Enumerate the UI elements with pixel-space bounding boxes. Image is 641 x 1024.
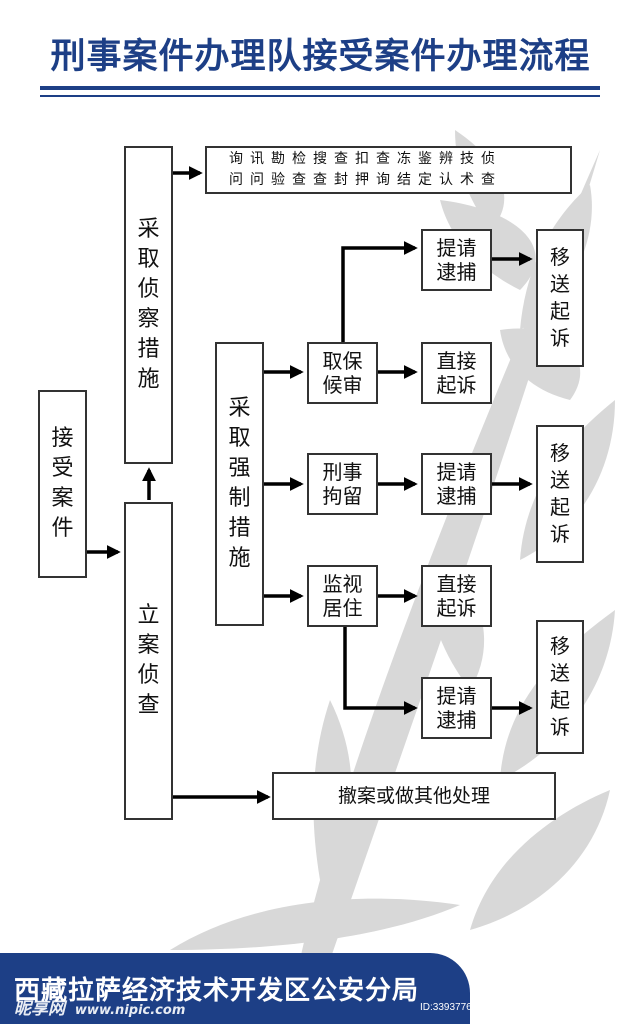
- node-surveillance-label: 监视居住: [322, 572, 363, 620]
- arrow-bail-to-arrest: [341, 241, 418, 342]
- watermark-site: www.nipic.com: [74, 1003, 186, 1018]
- node-arrest-request-2-label: 提请逮捕: [436, 460, 477, 508]
- node-transfer-prosecution-2-label: 移送起诉: [550, 441, 570, 546]
- watermark-id: ID:33937763 NO:20230624170403209100: [420, 1002, 610, 1013]
- node-arrest-request-1-label: 提请逮捕: [436, 236, 477, 284]
- title-underline-thin: [40, 95, 600, 97]
- node-coercive-measures-label: 采取强制措施: [228, 396, 251, 571]
- node-transfer-prosecution-3: 移送起诉: [536, 620, 584, 754]
- page-title: 刑事案件办理队接受案件办理流程: [50, 37, 591, 77]
- node-transfer-prosecution-2: 移送起诉: [536, 425, 584, 563]
- node-receive-case: 接受案件: [38, 390, 87, 578]
- node-file-case-label: 立案侦查: [137, 603, 160, 718]
- node-receive-case-label: 接受案件: [51, 426, 74, 541]
- node-arrest-request-1: 提请逮捕: [421, 229, 492, 291]
- node-direct-prosecution-2-label: 直接起诉: [436, 572, 477, 620]
- node-bail-label: 取保候审: [322, 349, 363, 397]
- node-transfer-prosecution-3-label: 移送起诉: [550, 634, 570, 739]
- node-direct-prosecution-1: 直接起诉: [421, 342, 492, 404]
- node-file-case: 立案侦查: [124, 502, 173, 820]
- node-bail: 取保候审: [307, 342, 378, 404]
- node-transfer-prosecution-1-label: 移送起诉: [550, 245, 570, 350]
- node-direct-prosecution-1-label: 直接起诉: [436, 349, 477, 397]
- node-surveillance: 监视居住: [307, 565, 378, 627]
- node-direct-prosecution-2: 直接起诉: [421, 565, 492, 627]
- node-arrest-request-3: 提请逮捕: [421, 677, 492, 739]
- node-investigation-measures-label: 采取侦察措施: [137, 217, 160, 392]
- node-investigation-methods: 询讯勘检搜查扣查冻鉴辨技侦 问问验查查封押询结定认术查: [205, 146, 572, 194]
- arrow-surveillance-to-arrest: [343, 626, 418, 715]
- node-coercive-measures: 采取强制措施: [215, 342, 264, 626]
- methods-row-1: 询讯勘检搜查扣查冻鉴辨技侦: [229, 151, 502, 167]
- watermark-brand: 昵享网 www.nipic.com: [14, 994, 185, 1019]
- node-investigation-measures: 采取侦察措施: [124, 146, 173, 464]
- node-transfer-prosecution-1: 移送起诉: [536, 229, 584, 367]
- node-arrest-request-2: 提请逮捕: [421, 453, 492, 515]
- node-detention-label: 刑事拘留: [322, 460, 363, 508]
- methods-row-2: 问问验查查封押询结定认术查: [229, 172, 502, 188]
- node-dismiss-case-label: 撤案或做其他处理: [337, 785, 490, 807]
- node-dismiss-case: 撤案或做其他处理: [272, 772, 556, 820]
- node-arrest-request-3-label: 提请逮捕: [436, 684, 477, 732]
- watermark-brand-name: 昵享网: [14, 999, 65, 1019]
- footer-organization: 西藏拉萨经济技术开发区公安分局: [14, 976, 420, 1006]
- node-detention: 刑事拘留: [307, 453, 378, 515]
- footer-banner: [0, 953, 470, 1024]
- title-underline-thick: [40, 86, 600, 90]
